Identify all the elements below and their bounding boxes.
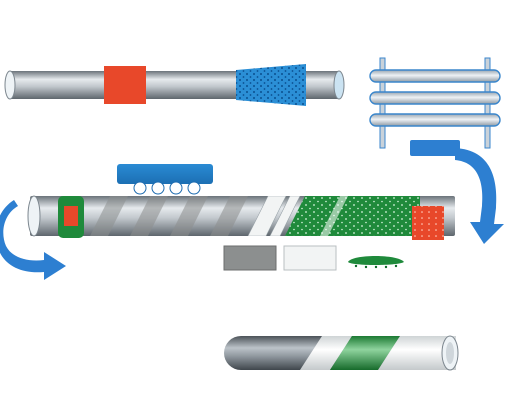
white-tape-roll [283,245,337,271]
rack-pipe [369,91,501,105]
final-heating-ring [412,206,444,240]
finished-coated-pipe [224,335,459,371]
curved-arrow-down-left-icon [410,140,504,244]
induction-heating-coil [104,66,146,104]
green-powder-feed [348,256,404,269]
shot-blast-section [236,64,306,106]
preheat-ring [58,196,84,238]
grey-material-block [223,245,277,271]
coating-line-pipe [27,195,455,237]
curved-arrow-down-right-icon [0,200,66,280]
pipe-storage-rack [369,57,501,149]
powder-spray-hopper [117,164,213,215]
rack-pipe [369,69,501,83]
rack-pipe [369,113,501,127]
